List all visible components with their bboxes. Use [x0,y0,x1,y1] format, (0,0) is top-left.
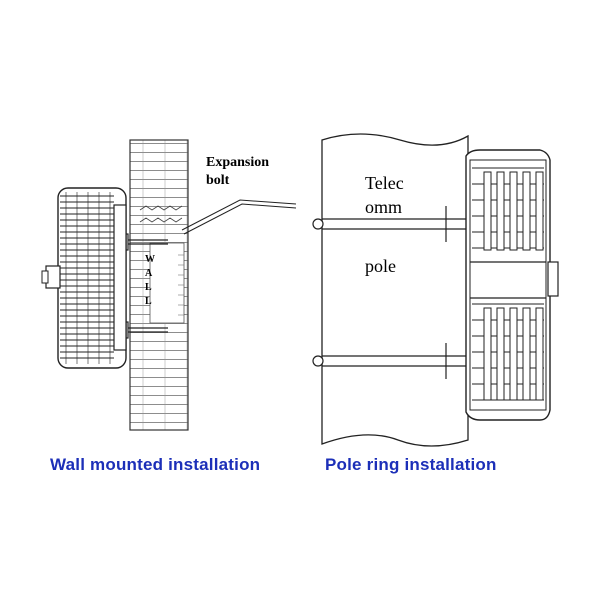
pole-ring-clamp [312,206,468,379]
pole-mount-drawing: Telec omm pole [312,133,559,447]
expansion-bolt-label-line2: bolt [206,173,230,188]
pole-label-line2: omm [365,197,402,217]
floodlight-front-view [465,149,559,421]
telecom-pole [321,133,469,447]
pole-label-line1: Telec [365,173,404,193]
wall-mounted-caption: Wall mounted installation [50,455,261,474]
wall-letter-l2: L [145,296,152,307]
wall-mount-drawing: Expansion bolt W A L L [41,139,297,431]
expansion-bolt-leader [181,199,297,231]
expansion-bolt-label-line1: Expansion [206,155,269,170]
wall-letter-a: A [145,268,153,279]
wall-letter-w: W [145,254,155,265]
wall-letter-l1: L [145,282,152,293]
pole-label-line3: pole [365,256,396,276]
floodlight-side-view [41,187,127,369]
pole-ring-caption: Pole ring installation [325,455,497,474]
